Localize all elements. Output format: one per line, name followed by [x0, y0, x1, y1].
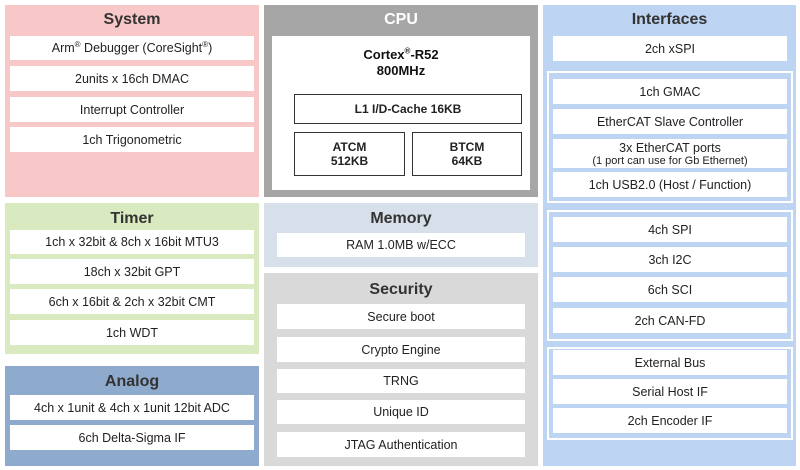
cmt-block: 6ch x 16bit & 2ch x 32bit CMT: [10, 289, 254, 314]
ethercat-ports-label: 3x EtherCAT ports: [619, 140, 721, 155]
external-bus-block: External Bus: [553, 350, 787, 375]
l1-cache-block: L1 I/D-Cache 16KB: [294, 94, 522, 124]
delta-sigma-block: 6ch Delta-Sigma IF: [10, 425, 254, 450]
bus-encoder-group: [547, 347, 793, 440]
unique-id-block: Unique ID: [277, 400, 525, 424]
sci-block: 6ch SCI: [553, 277, 787, 302]
trigonometric-block: 1ch Trigonometric: [10, 127, 254, 152]
encoder-if-block: 2ch Encoder IF: [553, 408, 787, 433]
atcm-block: ATCM 512KB: [294, 132, 405, 176]
system-title: System: [103, 11, 161, 28]
dmac-block: 2units x 16ch DMAC: [10, 66, 254, 91]
interfaces-panel: Interfaces 2ch xSPI 1ch GMAC EtherCAT Sl…: [543, 5, 796, 466]
analog-title: Analog: [104, 373, 160, 390]
btcm-label: BTCM: [449, 140, 485, 154]
mtu3-block: 1ch x 32bit & 8ch x 16bit MTU3: [10, 230, 254, 254]
adc-block: 4ch x 1unit & 4ch x 1unit 12bit ADC: [10, 395, 254, 420]
jtag-authentication-block: JTAG Authentication: [277, 432, 525, 457]
memory-panel: Memory RAM 1.0MB w/ECC: [264, 203, 538, 267]
security-panel: Security Secure boot Crypto Engine TRNG …: [264, 273, 538, 466]
wdt-block: 1ch WDT: [10, 320, 254, 345]
gmac-block: 1ch GMAC: [553, 79, 787, 104]
timer-title: Timer: [110, 210, 154, 227]
cpu-title: CPU: [384, 11, 418, 28]
security-title: Security: [369, 281, 433, 298]
interrupt-controller-block: Interrupt Controller: [10, 97, 254, 122]
usb-block: 1ch USB2.0 (Host / Function): [553, 172, 787, 197]
memory-title: Memory: [370, 210, 432, 227]
interfaces-title: Interfaces: [631, 11, 708, 28]
serial-host-if-block: Serial Host IF: [553, 379, 787, 404]
ethernet-usb-group: [547, 71, 793, 203]
system-panel: System Arm® Debugger (CoreSight®) 2units…: [5, 5, 259, 197]
gpt-block: 18ch x 32bit GPT: [10, 259, 254, 284]
crypto-engine-block: Crypto Engine: [277, 337, 525, 362]
cpu-core-label: Cortex®-R52 800MHz: [363, 46, 439, 78]
can-fd-block: 2ch CAN-FD: [553, 308, 787, 333]
ram-block: RAM 1.0MB w/ECC: [277, 233, 525, 257]
arm-debugger-block: Arm® Debugger (CoreSight®): [10, 36, 254, 60]
i2c-block: 3ch I2C: [553, 247, 787, 272]
btcm-block: BTCM 64KB: [412, 132, 522, 176]
cpu-frequency: 800MHz: [376, 63, 426, 78]
analog-panel: Analog 4ch x 1unit & 4ch x 1unit 12bit A…: [5, 366, 259, 466]
cpu-core-box: Cortex®-R52 800MHz L1 I/D-Cache 16KB ATC…: [272, 36, 530, 190]
timer-panel: Timer 1ch x 32bit & 8ch x 16bit MTU3 18c…: [5, 203, 259, 354]
trng-block: TRNG: [277, 369, 525, 393]
atcm-size: 512KB: [330, 154, 369, 168]
arm-debugger-label: Arm® Debugger (CoreSight®): [51, 39, 213, 55]
ethercat-slave-block: EtherCAT Slave Controller: [553, 109, 787, 134]
spi-block: 4ch SPI: [553, 217, 787, 242]
ethercat-ports-note: (1 port can use for Gb Ethernet): [592, 154, 748, 167]
atcm-label: ATCM: [332, 140, 367, 154]
serial-comm-group: [547, 210, 793, 341]
secure-boot-block: Secure boot: [277, 304, 525, 329]
ethercat-ports-block: 3x EtherCAT ports (1 port can use for Gb…: [553, 139, 787, 168]
xspi-block: 2ch xSPI: [553, 36, 787, 61]
cpu-panel: CPU Cortex®-R52 800MHz L1 I/D-Cache 16KB…: [264, 5, 538, 197]
btcm-size: 64KB: [451, 154, 483, 168]
